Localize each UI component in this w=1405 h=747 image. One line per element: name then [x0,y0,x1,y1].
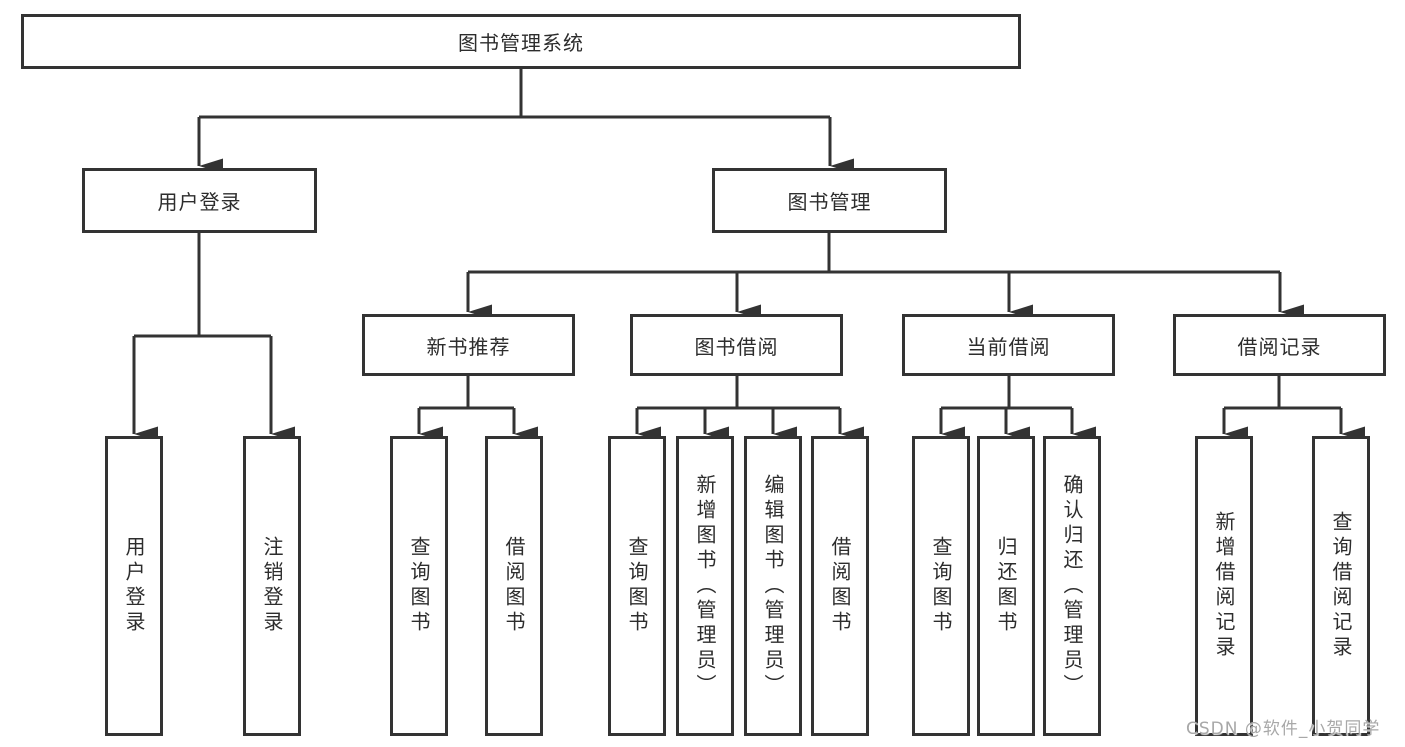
leaf-return-books: 归还图书 [977,436,1035,736]
node-current-borrow: 当前借阅 [902,314,1115,376]
node-book-management-label: 图书管理 [787,190,872,214]
leaf-logout: 注销登录 [243,436,301,736]
leaf-query-borrow-record: 查询借阅记录 [1312,436,1370,736]
leaf-confirm-return-admin-label: 确认归还（管理员） [1060,473,1084,699]
leaf-borrow-books: 借阅图书 [811,436,869,736]
leaf-borrow-books-label: 借阅图书 [828,536,852,636]
leaf-edit-books-admin-label: 编辑图书（管理员） [761,473,785,699]
leaf-query-books-recommend: 查询图书 [390,436,448,736]
node-borrow-records-label: 借阅记录 [1237,334,1322,359]
node-book-borrow: 图书借阅 [630,314,843,376]
leaf-borrow-books-recommend-label: 借阅图书 [502,536,526,636]
leaf-query-books-current-label: 查询图书 [929,536,953,636]
node-user-login: 用户登录 [82,168,317,233]
csdn-watermark: CSDN @软件_小贺同学 [1186,719,1381,739]
leaf-query-books-recommend-label: 查询图书 [407,536,431,636]
node-borrow-records: 借阅记录 [1173,314,1386,376]
leaf-query-books-borrow-label: 查询图书 [625,536,649,636]
leaf-add-books-admin: 新增图书（管理员） [676,436,734,736]
leaf-edit-books-admin: 编辑图书（管理员） [744,436,802,736]
leaf-user-login-label: 用户登录 [122,536,146,636]
node-book-management: 图书管理 [712,168,947,233]
node-new-book-recommend-label: 新书推荐 [426,334,511,359]
node-root-system: 图书管理系统 [21,14,1021,69]
leaf-user-login: 用户登录 [105,436,163,736]
leaf-return-books-label: 归还图书 [994,536,1018,636]
leaf-confirm-return-admin: 确认归还（管理员） [1043,436,1101,736]
leaf-query-books-current: 查询图书 [912,436,970,736]
leaf-add-books-admin-label: 新增图书（管理员） [693,473,717,699]
node-book-borrow-label: 图书借阅 [694,334,779,359]
leaf-add-borrow-record: 新增借阅记录 [1195,436,1253,736]
node-new-book-recommend: 新书推荐 [362,314,575,376]
leaf-query-books-borrow: 查询图书 [608,436,666,736]
node-current-borrow-label: 当前借阅 [966,334,1051,359]
leaf-add-borrow-record-label: 新增借阅记录 [1212,511,1236,661]
leaf-borrow-books-recommend: 借阅图书 [485,436,543,736]
node-user-login-label: 用户登录 [157,190,242,214]
node-root-label: 图书管理系统 [458,31,584,55]
leaf-query-borrow-record-label: 查询借阅记录 [1329,511,1353,661]
leaf-logout-label: 注销登录 [260,536,284,636]
